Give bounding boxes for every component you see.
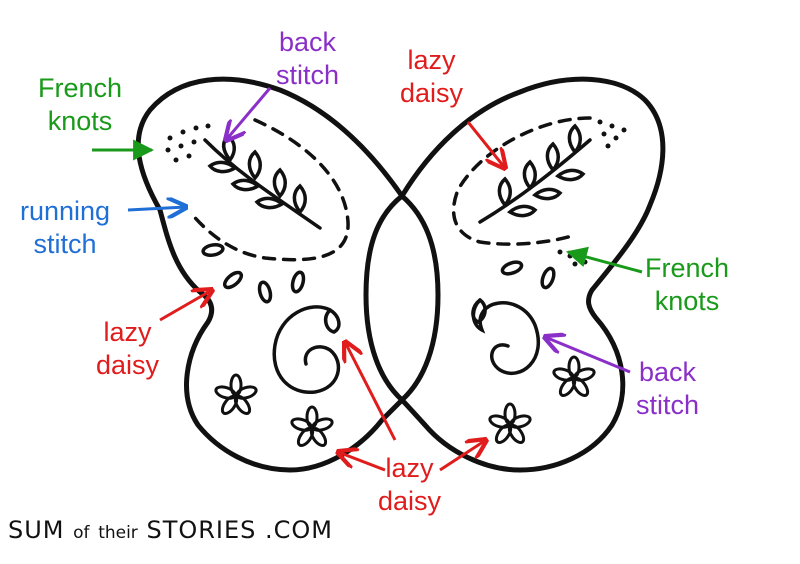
left-flower-1 — [212, 373, 260, 418]
label-line: stitch — [33, 229, 97, 259]
arrow-lazy-daisy-bottom-1 — [345, 342, 397, 441]
arrow-lazy-daisy-bottom-3 — [439, 440, 486, 472]
butterfly-outline — [135, 76, 666, 473]
label-line: knots — [654, 286, 720, 316]
left-small-lazy-daisies — [201, 243, 306, 304]
label-line: back — [278, 27, 337, 57]
label-line: knots — [47, 106, 113, 136]
label-french-knots-right: French knots — [645, 252, 729, 318]
right-french-knots — [557, 119, 627, 267]
watermark-part: .COM — [265, 516, 334, 544]
label-line: lazy — [407, 45, 456, 75]
left-upper-wing-stitches — [188, 118, 350, 262]
left-leaf-7 — [254, 196, 285, 210]
watermark-part: SUM — [8, 516, 65, 544]
label-line: daisy — [378, 486, 442, 516]
watermark-part: their — [98, 523, 138, 543]
watermark-part: of — [73, 523, 90, 543]
label-line: French — [645, 253, 730, 283]
arrow-lazy-daisy-left — [159, 290, 212, 322]
label-line: running — [20, 196, 111, 226]
label-french-knots-left: French knots — [38, 72, 122, 138]
left-spiral — [272, 305, 341, 394]
left-french-knots — [165, 123, 211, 163]
left-leaf-3 — [272, 167, 287, 199]
label-lazy-daisy-top: lazy daisy — [400, 44, 463, 110]
right-flower-2 — [486, 402, 534, 447]
arrow-lazy-daisy-top — [466, 121, 505, 168]
label-line: lazy — [103, 317, 152, 347]
right-running-stitch — [451, 116, 592, 246]
arrow-running-stitch — [127, 207, 186, 210]
label-lazy-daisy-bottom: lazy daisy — [378, 452, 441, 518]
label-line: lazy — [385, 453, 434, 483]
left-back-stitch-stem — [203, 138, 322, 230]
left-leaf-5 — [207, 160, 238, 174]
label-running-stitch: running stitch — [20, 195, 110, 261]
label-line: back — [638, 357, 697, 387]
right-upper-wing-stitches — [451, 116, 592, 246]
label-lazy-daisy-left: lazy daisy — [96, 316, 159, 382]
right-spiral — [471, 297, 541, 376]
left-running-stitch — [188, 118, 350, 262]
watermark-part: STORIES — [146, 516, 257, 544]
arrow-back-stitch-top — [226, 87, 272, 140]
arrow-lazy-daisy-bottom-2 — [338, 452, 386, 472]
label-line: French — [38, 73, 123, 103]
left-leaf-6 — [230, 178, 261, 192]
left-flower-2 — [288, 405, 336, 450]
left-leaf-2 — [247, 149, 262, 181]
label-line: stitch — [276, 60, 340, 90]
label-line: stitch — [636, 390, 700, 420]
arrow-back-stitch-right — [545, 337, 631, 374]
left-leaf-1 — [222, 133, 236, 163]
right-small-lazy-daisies — [500, 260, 556, 290]
label-line: daisy — [96, 350, 160, 380]
right-flower-1 — [550, 355, 598, 400]
site-watermark: SUM of their STORIES .COM — [8, 516, 333, 544]
arrow-french-knots-right — [565, 246, 643, 274]
label-back-stitch-right: back stitch — [636, 356, 699, 422]
label-line: daisy — [400, 78, 464, 108]
label-back-stitch-top: back stitch — [276, 26, 339, 92]
left-leaf-4 — [292, 183, 307, 215]
